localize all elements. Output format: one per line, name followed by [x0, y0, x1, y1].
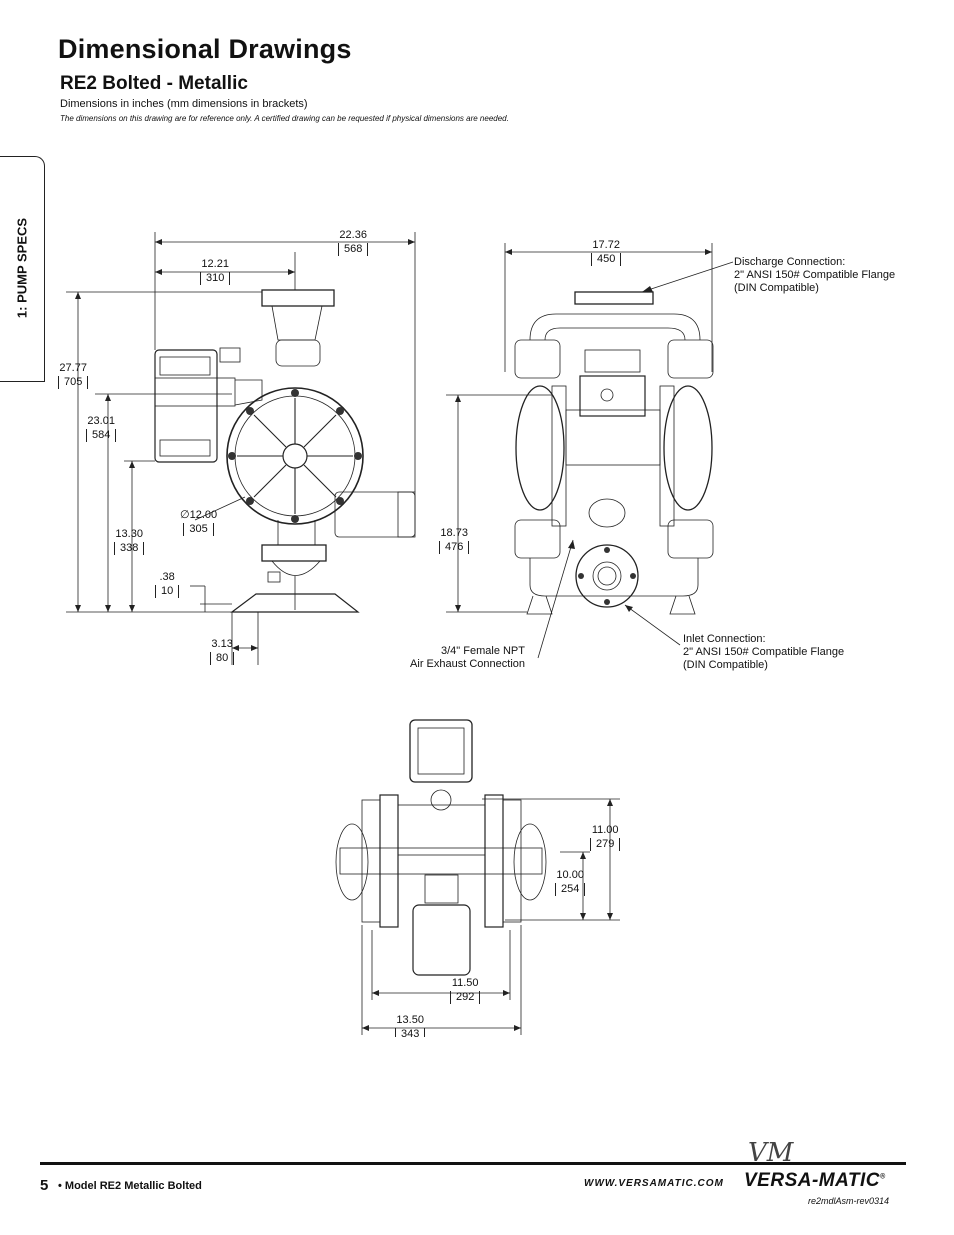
front-view-drawing — [446, 243, 734, 659]
top-view-drawing — [335, 719, 620, 1035]
logo-script-mark: VM — [748, 1138, 794, 1168]
brand-logo: VERSA-MATIC® — [744, 1170, 886, 1191]
page-model-label: • Model RE2 Metallic Bolted — [58, 1180, 202, 1192]
page-title: Dimensional Drawings — [58, 34, 352, 64]
units-note: Dimensions in inches (mm dimensions in b… — [60, 98, 308, 110]
website-link[interactable]: WWW.VERSAMATIC.COM — [584, 1178, 724, 1189]
section-tab[interactable] — [0, 156, 45, 382]
disclaimer-note: The dimensions on this drawing are for r… — [60, 114, 509, 123]
revision-code: re2mdlAsm-rev0314 — [808, 1196, 890, 1206]
inlet-callout: Inlet Connection:2" ANSI 150# Compatible… — [683, 633, 845, 671]
side-view-drawing — [66, 232, 416, 665]
page-number: 5 — [40, 1177, 49, 1194]
discharge-callout: Discharge Connection:2" ANSI 150# Compat… — [734, 256, 896, 294]
page-subtitle: RE2 Bolted - Metallic — [60, 73, 248, 94]
dimension-arrows — [75, 239, 712, 1031]
footer-rule — [40, 1162, 906, 1165]
